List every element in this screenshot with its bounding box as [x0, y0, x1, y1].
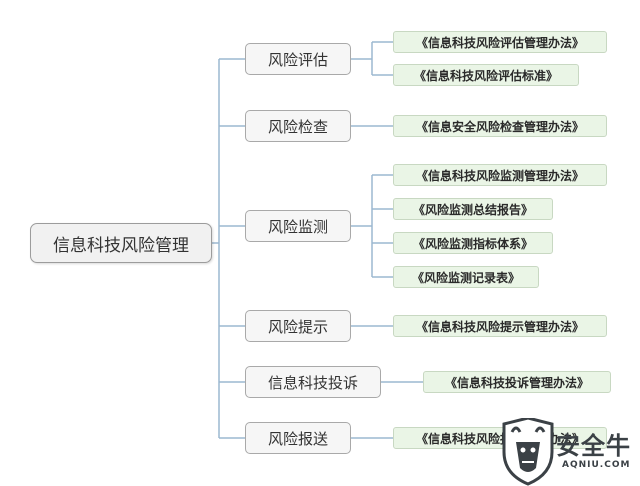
doc-monitoring-indicator-system: 《风险监测指标体系》 [393, 232, 553, 254]
root-node: 信息科技风险管理 [30, 223, 212, 263]
doc-monitoring-summary-report: 《风险监测总结报告》 [393, 198, 553, 220]
doc-assessment-standard: 《信息科技风险评估标准》 [393, 64, 579, 86]
doc-complaint-measures: 《信息科技投诉管理办法》 [423, 371, 611, 393]
doc-monitoring-measures: 《信息科技风险监测管理办法》 [393, 164, 607, 186]
doc-assessment-measures: 《信息科技风险评估管理办法》 [393, 31, 607, 53]
category-risk-assessment: 风险评估 [245, 43, 351, 75]
doc-monitoring-record-sheet: 《风险监测记录表》 [393, 266, 539, 288]
doc-inspection-measures: 《信息安全风险检查管理办法》 [393, 115, 607, 137]
category-it-complaints: 信息科技投诉 [245, 366, 381, 398]
category-risk-reporting: 风险报送 [245, 422, 351, 454]
category-risk-alert: 风险提示 [245, 310, 351, 342]
category-risk-inspection: 风险检查 [245, 110, 351, 142]
watermark-domain: AQNIU.COM [562, 460, 631, 470]
doc-alert-measures: 《信息科技风险提示管理办法》 [393, 315, 607, 337]
watermark-brand: 安全牛 [556, 432, 631, 460]
category-risk-monitoring: 风险监测 [245, 210, 351, 242]
bull-shield-icon [502, 418, 554, 486]
watermark-logo: 安全牛 AQNIU.COM [498, 418, 640, 486]
